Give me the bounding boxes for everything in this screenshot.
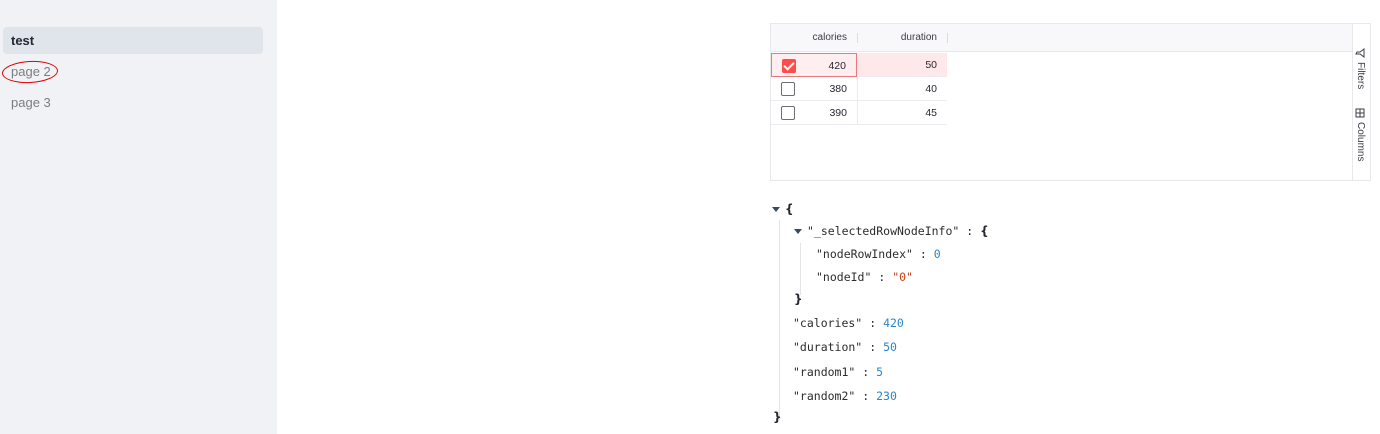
json-line-node-id: "nodeId" : "0" — [816, 266, 913, 288]
column-header-duration[interactable]: duration — [857, 24, 947, 52]
cell-calories[interactable]: 420 — [771, 53, 857, 77]
indent-guide — [779, 220, 780, 420]
cell-duration[interactable]: 40 — [857, 77, 947, 101]
json-line-duration: "duration" : 50 — [793, 336, 897, 358]
open-brace: { — [980, 224, 989, 238]
filter-icon — [1355, 48, 1366, 58]
row-checkbox[interactable] — [781, 82, 795, 96]
indent-guide — [800, 243, 801, 295]
grid-header: calories duration — [771, 24, 1353, 52]
collapse-toggle-icon[interactable] — [772, 207, 780, 212]
column-header-label: calories — [812, 32, 847, 43]
columns-button[interactable]: Columns — [1355, 108, 1366, 161]
cell-calories[interactable]: 390 — [771, 101, 857, 125]
json-key: "_selectedRowNodeInfo" — [807, 224, 960, 238]
column-resize-handle[interactable] — [947, 33, 948, 43]
grid-side-bar: Filters Columns — [1352, 24, 1370, 180]
row-checkbox[interactable] — [781, 106, 795, 120]
colon: : — [919, 247, 927, 261]
json-line-close: } — [794, 288, 803, 310]
json-line-calories: "calories" : 420 — [793, 312, 904, 334]
columns-label: Columns — [1355, 122, 1366, 162]
json-line-node-row-index: "nodeRowIndex" : 0 — [816, 243, 941, 265]
column-header-label: duration — [900, 32, 937, 43]
sidebar-item-label: page 2 — [11, 64, 51, 79]
json-key: "random1" — [793, 365, 856, 379]
json-key: "calories" — [793, 316, 863, 330]
json-value: 50 — [883, 340, 897, 354]
sidebar-item-label: test — [11, 33, 35, 48]
colon: : — [966, 224, 974, 238]
table-row[interactable]: 380 40 — [771, 77, 947, 101]
json-value: 5 — [876, 365, 884, 379]
colon: : — [862, 365, 870, 379]
table-row[interactable]: 420 50 — [771, 53, 947, 77]
json-root-close: } — [773, 406, 782, 428]
colon: : — [862, 389, 870, 403]
sidebar-item-page-3[interactable]: page 3 — [3, 89, 263, 116]
cell-value: 380 — [829, 83, 847, 95]
close-brace: } — [794, 292, 803, 306]
open-brace: { — [785, 202, 794, 216]
json-line-random1: "random1" : 5 — [793, 361, 883, 383]
table-row[interactable]: 390 45 — [771, 101, 947, 125]
cell-value: 45 — [925, 107, 937, 119]
filters-label: Filters — [1355, 62, 1366, 90]
cell-value: 390 — [829, 107, 847, 119]
json-value: 0 — [933, 247, 941, 261]
json-key: "nodeRowIndex" — [816, 247, 913, 261]
cell-value: 50 — [925, 59, 937, 71]
cell-calories[interactable]: 380 — [771, 77, 857, 101]
cell-duration[interactable]: 45 — [857, 101, 947, 125]
json-line-random2: "random2" : 230 — [793, 385, 897, 407]
columns-icon — [1355, 108, 1366, 118]
sidebar-item-label: page 3 — [11, 95, 51, 110]
json-value: 420 — [883, 316, 904, 330]
colon: : — [869, 316, 877, 330]
json-root-line: { — [772, 198, 794, 220]
json-key: "nodeId" — [816, 270, 872, 284]
json-key: "random2" — [793, 389, 856, 403]
cell-value: 40 — [925, 83, 937, 95]
json-key: "duration" — [793, 340, 863, 354]
colon: : — [878, 270, 886, 284]
json-value: "0" — [892, 270, 913, 284]
sidebar-item-test[interactable]: test — [3, 27, 263, 54]
close-brace: } — [773, 410, 782, 424]
data-grid: calories duration 420 50 380 40 390 45 — [770, 23, 1371, 181]
filters-button[interactable]: Filters — [1355, 48, 1366, 89]
json-line-selected-node: "_selectedRowNodeInfo" : { — [794, 220, 989, 242]
row-checkbox[interactable] — [782, 59, 796, 73]
sidebar-item-page-2[interactable]: page 2 — [3, 58, 263, 85]
json-value: 230 — [876, 389, 897, 403]
collapse-toggle-icon[interactable] — [794, 229, 802, 234]
cell-value: 420 — [828, 60, 846, 72]
cell-duration[interactable]: 50 — [857, 53, 947, 77]
sidebar: test page 2 page 3 — [0, 0, 277, 434]
column-header-calories[interactable]: calories — [771, 24, 857, 52]
colon: : — [869, 340, 877, 354]
column-resize-handle[interactable] — [857, 33, 858, 43]
